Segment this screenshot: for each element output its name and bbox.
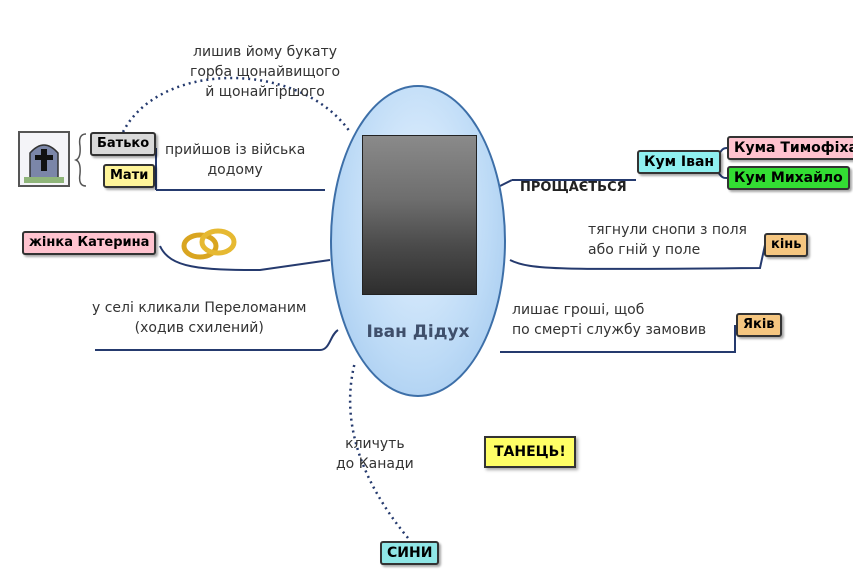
node-zhinka[interactable]: жінка Катерина (22, 231, 157, 255)
node-syny[interactable]: СИНИ (380, 541, 440, 565)
node-kum-ivan[interactable]: Кум Іван (637, 150, 722, 174)
node-kum-mykhailo[interactable]: Кум Михайло (727, 166, 850, 190)
label-canada: кличуть до Канади (336, 436, 414, 472)
node-dance[interactable]: ТАНЕЦЬ! (484, 436, 576, 468)
node-maty[interactable]: Мати (103, 164, 156, 188)
node-batko[interactable]: Батько (90, 132, 157, 156)
label-money: лишає гроші, щоб по смерті службу замови… (512, 302, 707, 338)
label-snopy: тягнули снопи з поля або гній у поле (588, 222, 747, 258)
node-kuma-tymofikha[interactable]: Кума Тимофіха (727, 136, 853, 160)
label-proshchaietsia: ПРОЩАЄТЬСЯ (520, 180, 627, 195)
label-parents: прийшов із війська додому (165, 142, 306, 178)
brace-icon (74, 133, 87, 187)
label-top: лишив йому букату горба щонайвищого й що… (190, 44, 341, 100)
node-kin[interactable]: кінь (764, 233, 809, 257)
portrait-photo (362, 135, 477, 295)
wedding-rings-icon (178, 224, 242, 264)
label-village: у селі кликали Переломаним (ходив схилен… (92, 300, 307, 336)
node-yakiv[interactable]: Яків (736, 313, 782, 337)
tombstone-icon (18, 131, 70, 187)
center-topic-title: Іван Дідух (366, 322, 470, 342)
